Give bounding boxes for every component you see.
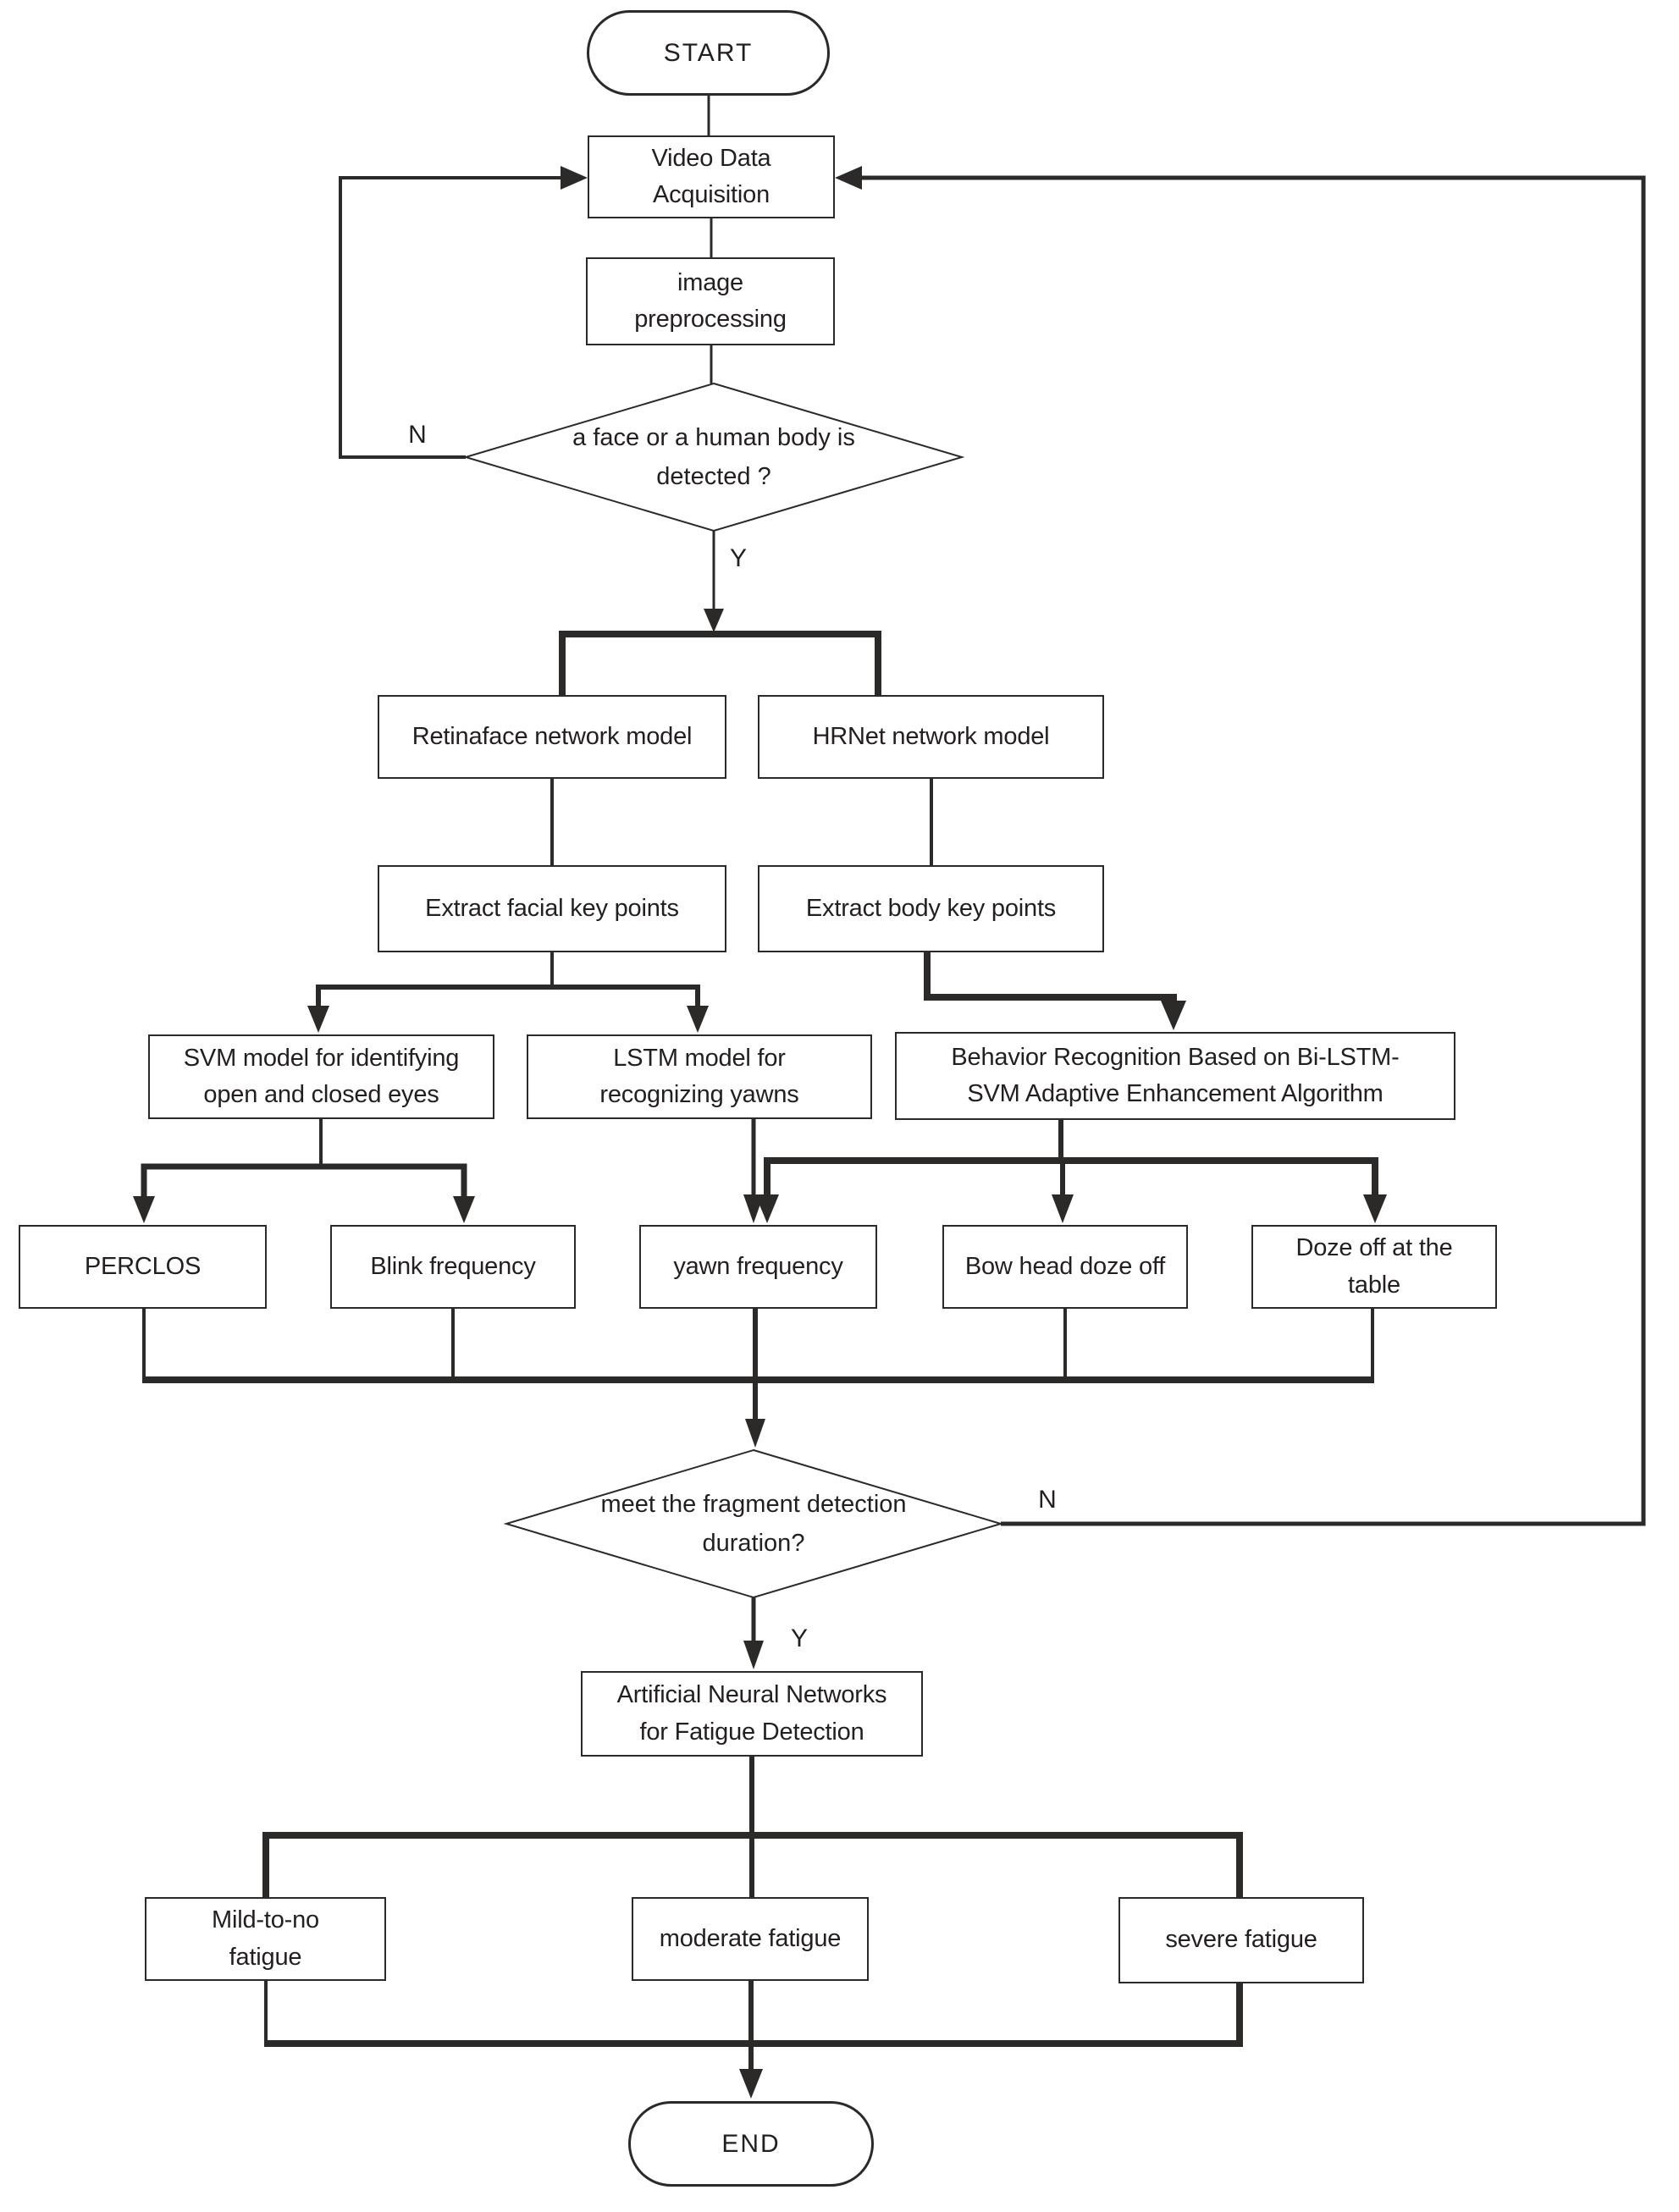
edge-split-to-models: [559, 631, 881, 695]
arrowhead-into-decision2: [745, 1419, 765, 1448]
node-perclos: PERCLOS: [19, 1225, 267, 1309]
node-severe-fatigue: severe fatigue: [1118, 1897, 1364, 1983]
node-behavior-recognition: Behavior Recognition Based on Bi-LSTM- S…: [895, 1032, 1455, 1120]
arrowhead-into-lstm: [687, 1006, 709, 1033]
arrowhead-into-perclos: [133, 1196, 155, 1223]
arrowhead-into-bowhead: [1052, 1194, 1074, 1223]
node-moderate-fatigue: moderate fatigue: [632, 1897, 869, 1981]
arrowhead-into-video-left: [561, 166, 588, 190]
edge-label-no-duration: N: [1038, 1486, 1057, 1514]
node-hrnet-network-model: HRNet network model: [758, 695, 1104, 779]
edge-label-yes-duration: Y: [790, 1625, 808, 1652]
arrowhead-into-dozetable: [1363, 1194, 1387, 1223]
edge-extractbody-behavior: [924, 952, 1177, 1002]
edge-svm-split-bar: [141, 1163, 467, 1197]
node-retinaface-network-model: Retinaface network model: [378, 695, 726, 779]
decision1-diamond: [462, 382, 965, 532]
edge-label-yes-face: Y: [729, 544, 747, 572]
decision2-diamond: [503, 1448, 1004, 1599]
decision1-label: a face or a human body is detected ?: [572, 423, 855, 490]
arrowhead-into-video-right: [835, 166, 862, 190]
edge-decision2-no-loop: [840, 175, 1646, 1526]
node-mild-to-no-fatigue: Mild-to-no fatigue: [145, 1897, 386, 1981]
edge-behavior-split-bar: [764, 1157, 1378, 1195]
node-video-data-acquisition: Video Data Acquisition: [588, 135, 835, 218]
node-blink-frequency: Blink frequency: [330, 1225, 576, 1309]
node-doze-off-at-table: Doze off at the table: [1251, 1225, 1497, 1309]
arrowhead-into-split-bar: [704, 609, 724, 632]
node-end: END: [628, 2101, 874, 2187]
node-bow-head-doze-off: Bow head doze off: [942, 1225, 1188, 1309]
arrowhead-into-yawn-right: [755, 1194, 779, 1223]
arrowhead-into-svm: [307, 1006, 329, 1033]
arrowhead-into-behavior: [1161, 1001, 1186, 1030]
decision2-label: meet the fragment detection duration?: [600, 1490, 907, 1557]
node-yawn-frequency: yawn frequency: [639, 1225, 877, 1309]
arrowhead-into-end: [739, 2069, 763, 2099]
edge-label-no-face: N: [408, 421, 427, 449]
node-start: START: [587, 10, 830, 96]
node-extract-facial-key-points: Extract facial key points: [378, 865, 726, 952]
arrowhead-into-ann: [743, 1641, 764, 1669]
edge-facial-split-bar: [316, 985, 700, 1007]
node-extract-body-key-points: Extract body key points: [758, 865, 1104, 952]
node-ann-fatigue-detection: Artificial Neural Networks for Fatigue D…: [581, 1671, 923, 1757]
edge-decision1-no-loop: [339, 176, 562, 459]
arrowhead-into-blink: [453, 1196, 475, 1223]
node-image-preprocessing: image preprocessing: [586, 257, 835, 345]
node-svm-eye-model: SVM model for identifying open and close…: [148, 1034, 494, 1119]
node-lstm-yawn-model: LSTM model for recognizing yawns: [527, 1034, 872, 1119]
